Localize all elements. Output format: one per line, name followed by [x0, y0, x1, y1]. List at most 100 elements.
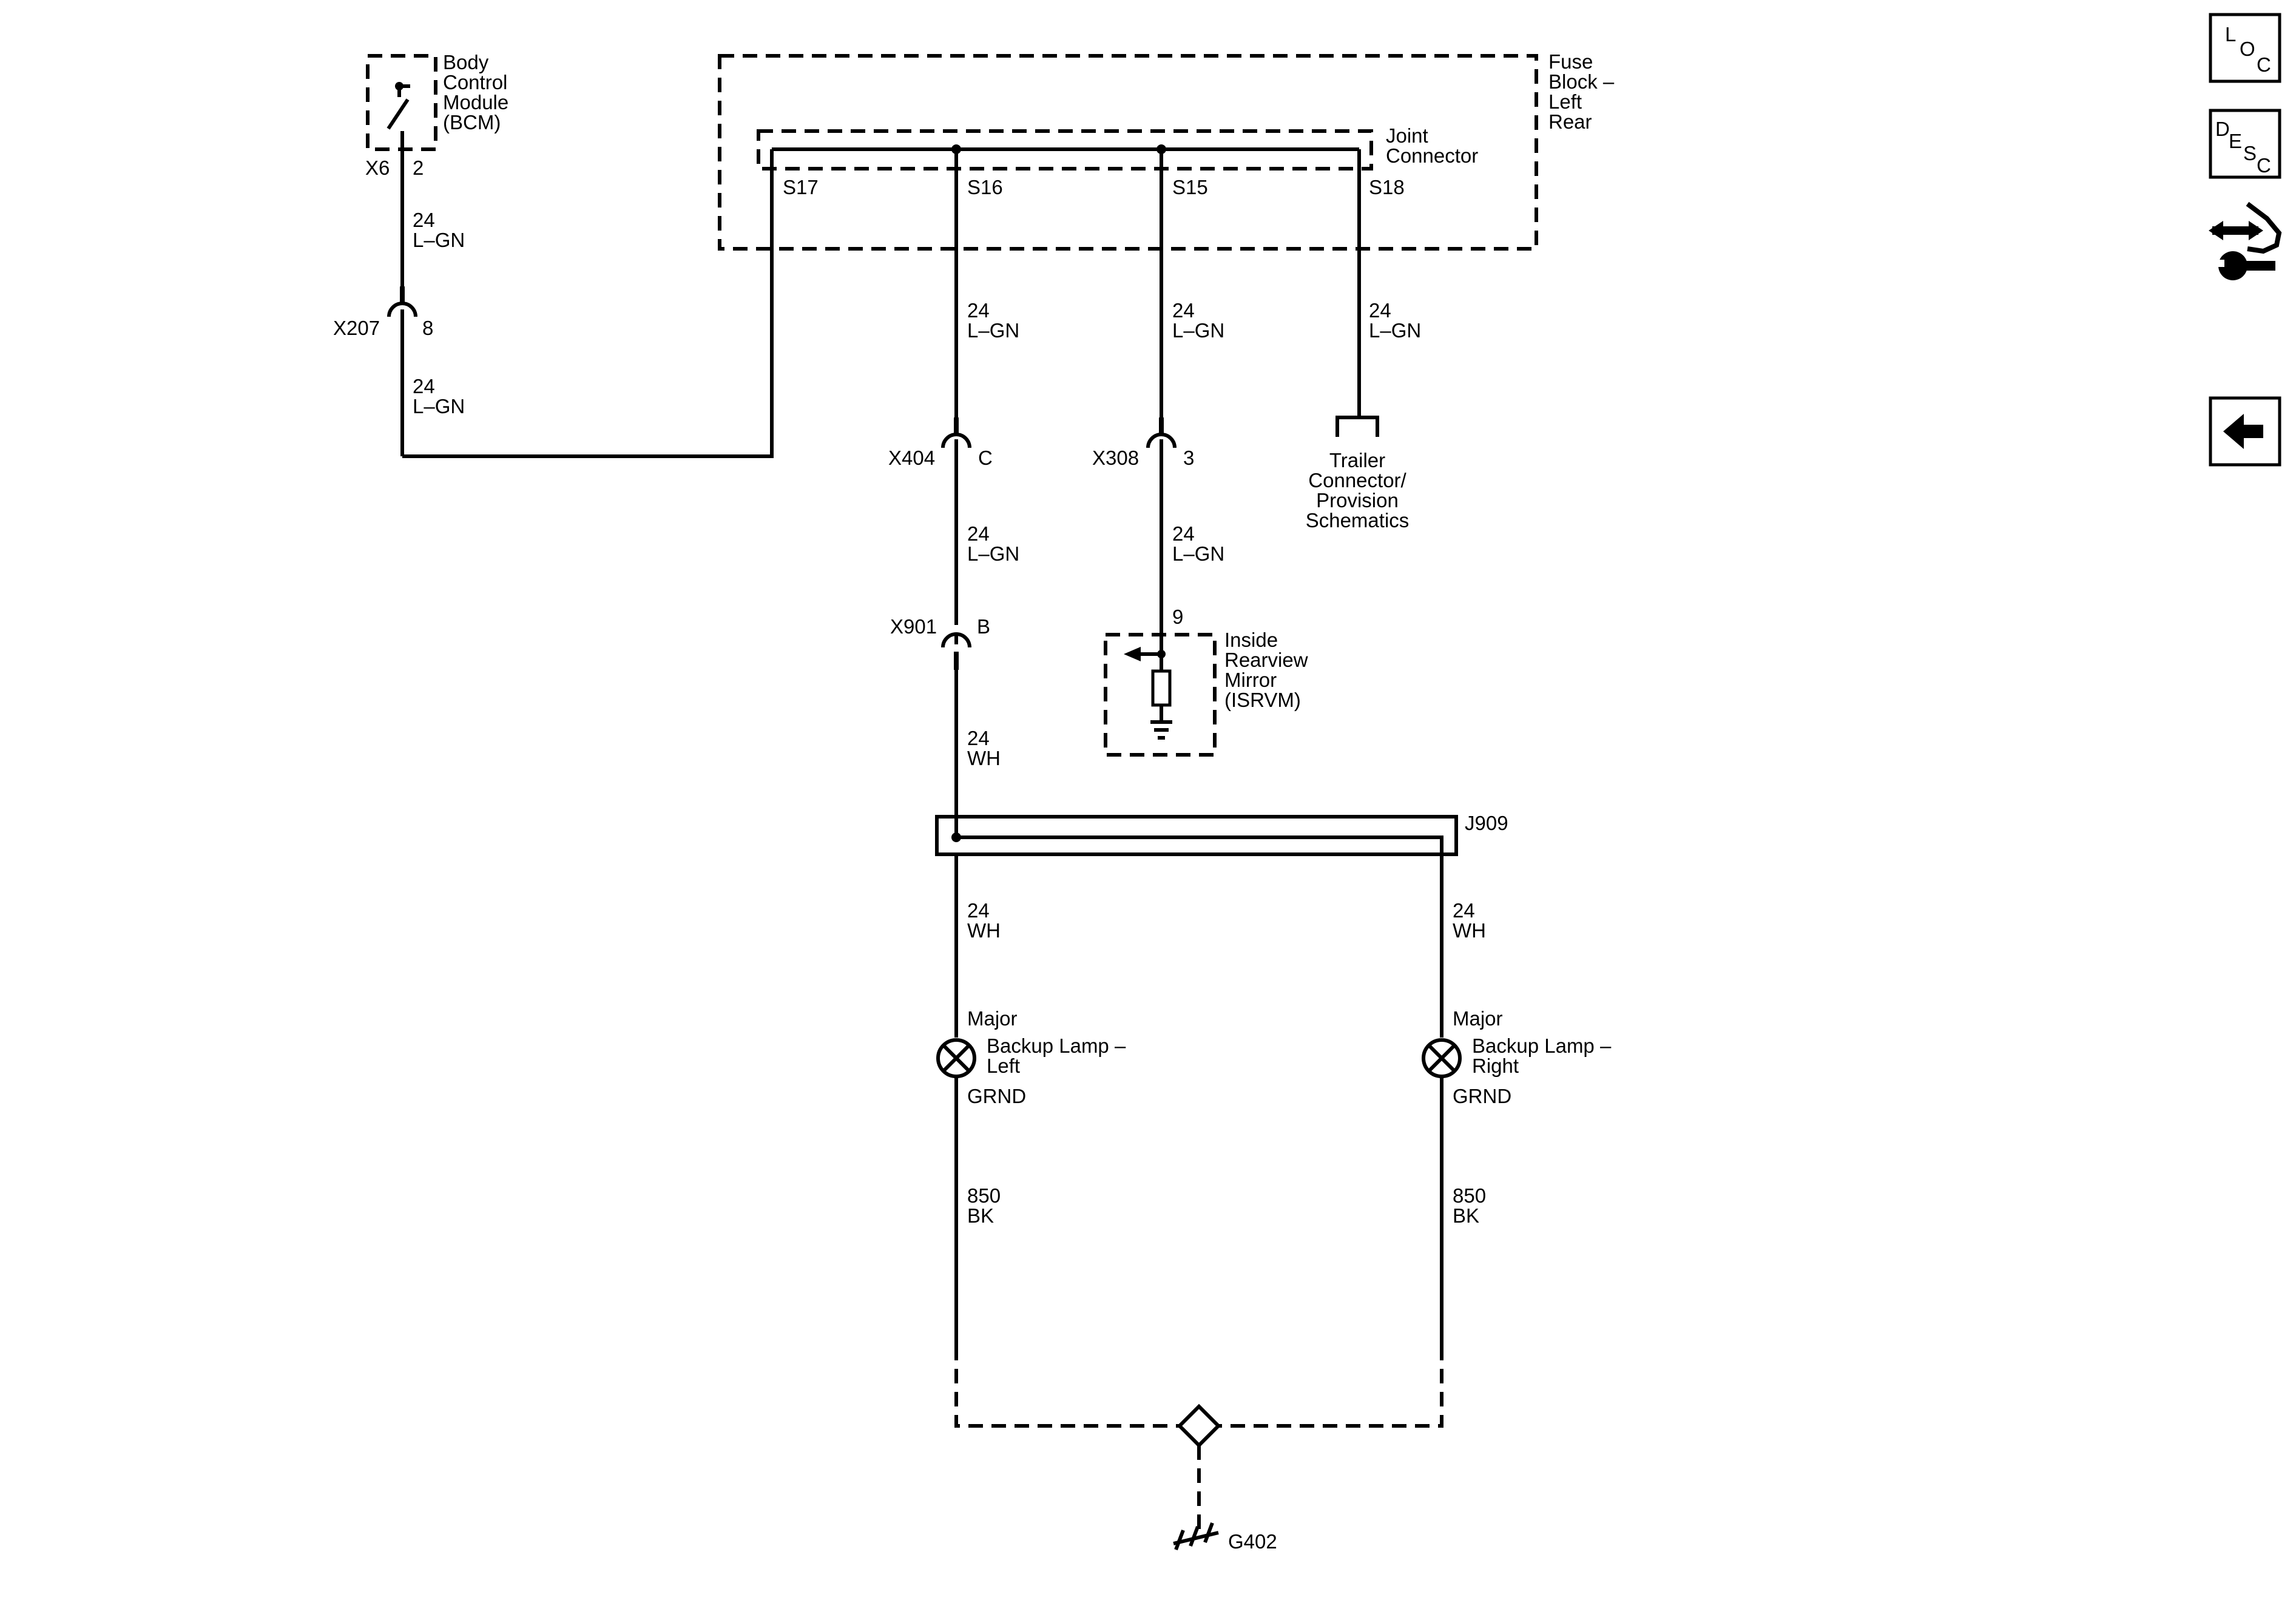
wire-j909-left-gauge: 24	[967, 899, 990, 922]
backup-lamp-right: Major Backup Lamp – Right GRND	[1422, 1007, 1612, 1107]
back-button[interactable]	[2209, 396, 2281, 467]
trailer-label-1: Trailer	[1329, 449, 1385, 471]
fuse-block-label-2: Block –	[1548, 70, 1615, 93]
connector-x901-pin: B	[977, 615, 990, 638]
wire-x901-color: WH	[967, 747, 1001, 769]
backup-lamp-left: Major Backup Lamp – Left GRND	[936, 1007, 1126, 1107]
isrvm-arrow	[1124, 647, 1141, 661]
j909-outline	[935, 815, 1458, 856]
wire-bcm-bottom-gauge: 24	[413, 375, 435, 397]
wire-x308-color: L–GN	[1172, 542, 1224, 565]
ground-splice-diamond	[1177, 1403, 1221, 1448]
ground-g402: G402	[1173, 1522, 1277, 1553]
loc-letter-o: O	[2240, 38, 2255, 60]
wire-x404-color: L–GN	[967, 542, 1019, 565]
joint-connector-label-2: Connector	[1386, 144, 1478, 167]
connector-x308-id: X308	[1092, 447, 1139, 469]
wire-right-ground-gauge: 850	[1453, 1184, 1486, 1207]
isrvm-label-4: (ISRVM)	[1224, 689, 1301, 711]
lamp-left-label-1: Backup Lamp –	[987, 1035, 1126, 1057]
isrvm-pin: 9	[1172, 606, 1183, 628]
lamp-right-major: Major	[1453, 1007, 1503, 1030]
back-arrow-icon	[2223, 414, 2263, 449]
wire-j909-left-color: WH	[967, 919, 1001, 942]
wire-s16-gauge: 24	[967, 299, 990, 322]
fuse-block-label-1: Fuse	[1548, 50, 1593, 73]
loc-button[interactable]: L O C	[2209, 13, 2281, 83]
connector-x404-id: X404	[888, 447, 935, 469]
wire-j909-right-gauge: 24	[1453, 899, 1475, 922]
isrvm-label-3: Mirror	[1224, 669, 1277, 691]
wire-x404-gauge: 24	[967, 522, 990, 545]
splice-s15: S15	[1172, 176, 1208, 198]
connector-x308-pin: 3	[1183, 447, 1194, 469]
joint-connector-outline	[757, 129, 1373, 170]
wire-s15-color: L–GN	[1172, 319, 1224, 342]
isrvm-label-2: Rearview	[1224, 649, 1308, 671]
loc-letter-l: L	[2225, 23, 2236, 46]
lamp-left-major: Major	[967, 1007, 1018, 1030]
wire-left-ground-gauge: 850	[967, 1184, 1001, 1207]
wire-s15-gauge: 24	[1172, 299, 1195, 322]
connector-x901-id: X901	[890, 615, 937, 638]
wire-x901-gauge: 24	[967, 727, 990, 749]
wire-left-ground-color: BK	[967, 1204, 994, 1227]
connector-x404: X404 C	[888, 417, 993, 469]
loc-letter-c: C	[2257, 53, 2271, 76]
isrvm-resistor	[1151, 669, 1172, 707]
bcm-label-3: Module	[443, 91, 508, 113]
connector-x207-id: X207	[333, 317, 380, 339]
lamp-left-label-2: Left	[987, 1055, 1020, 1077]
bcm-label-1: Body	[443, 51, 489, 73]
splice-s18: S18	[1369, 176, 1405, 198]
lamp-right-label-2: Right	[1472, 1055, 1519, 1077]
lamp-right-label-1: Backup Lamp –	[1472, 1035, 1612, 1057]
fuse-block-label-3: Left	[1548, 90, 1582, 113]
isrvm-label-1: Inside	[1224, 629, 1278, 651]
wire-s18-gauge: 24	[1369, 299, 1391, 322]
inside-rearview-mirror: 9 Inside Rearview Mirror (ISRVM)	[1104, 606, 1308, 757]
desc-letter-c: C	[2257, 154, 2271, 177]
desc-letter-e: E	[2229, 130, 2242, 152]
trailer-label-3: Provision	[1316, 489, 1399, 511]
bcm-label-2: Control	[443, 71, 507, 93]
connector-wrench-icon[interactable]	[2209, 201, 2282, 280]
joint-connector-label-1: Joint	[1386, 124, 1428, 147]
desc-letter-s: S	[2243, 142, 2257, 164]
wire-bcm-top-gauge: 24	[413, 209, 435, 231]
trailer-label-4: Schematics	[1306, 509, 1410, 532]
bcm-pin: 2	[413, 157, 424, 179]
body-control-module: Body Control Module (BCM) X6 2	[365, 51, 508, 179]
desc-letter-d: D	[2215, 118, 2230, 140]
wire-j909-right-color: WH	[1453, 919, 1486, 942]
ground-g402-label: G402	[1228, 1530, 1277, 1553]
wire-x308-gauge: 24	[1172, 522, 1195, 545]
splice-s17: S17	[783, 176, 819, 198]
trailer-connector: Trailer Connector/ Provision Schematics	[1306, 449, 1410, 532]
wire-right-ground-color: BK	[1453, 1204, 1479, 1227]
wire-s16-color: L–GN	[967, 319, 1019, 342]
joint-connector: Joint Connector	[757, 124, 1478, 170]
connector-x308: X308 3	[1092, 417, 1194, 469]
connector-x404-pin: C	[978, 447, 993, 469]
bcm-label-4: (BCM)	[443, 111, 501, 133]
fuse-block-outline	[718, 54, 1538, 251]
splice-s16: S16	[967, 176, 1003, 198]
j909-label: J909	[1465, 812, 1508, 834]
lamp-left-grnd: GRND	[967, 1085, 1026, 1107]
trailer-label-2: Connector/	[1308, 469, 1406, 491]
lamp-right-grnd: GRND	[1453, 1085, 1511, 1107]
connector-x207-pin: 8	[422, 317, 433, 339]
fuse-block-label-4: Rear	[1548, 110, 1592, 133]
wire-bcm-bottom-color: L–GN	[413, 395, 465, 417]
desc-button[interactable]: D E S C	[2209, 109, 2281, 179]
splice-pack-j909: J909	[935, 812, 1508, 856]
isrvm-outline	[1104, 633, 1217, 757]
connector-x901: X901 B	[890, 615, 990, 670]
wire-bcm-top-color: L–GN	[413, 229, 465, 251]
trailer-connector-symbol	[1335, 416, 1379, 437]
wire-s18-color: L–GN	[1369, 319, 1421, 342]
bcm-connector-id: X6	[365, 157, 390, 179]
connector-x207: X207 8	[333, 286, 433, 339]
